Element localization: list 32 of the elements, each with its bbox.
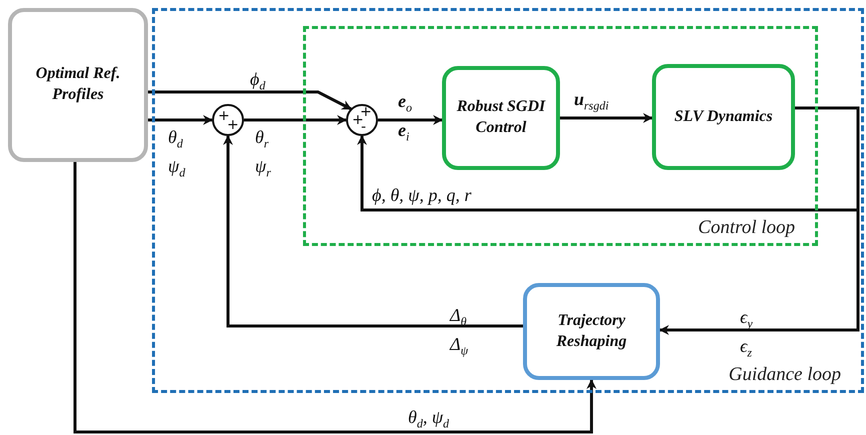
signal-arrow <box>148 115 213 125</box>
block-box <box>8 8 148 162</box>
loop-label: Control loop <box>698 217 795 239</box>
dashed-loop-boundary <box>303 26 818 246</box>
block-box <box>523 283 660 380</box>
edge-label: ϕ, θ, ψ, p, q, r <box>372 184 472 207</box>
edge-label: θ$_{r}$ ψ$_{r}$ <box>255 126 272 182</box>
sign-label: + <box>218 109 230 123</box>
edge-label: e$_{o}$ e$_{i}$ <box>398 90 413 146</box>
signal-arrow <box>223 135 523 328</box>
edge-label: u$_{rsgdi}$ <box>574 88 609 115</box>
signal-arrow <box>74 162 596 434</box>
signal-arrow <box>378 115 443 125</box>
edge-label: ϕ$_{d}$ <box>250 68 266 95</box>
block-box <box>442 66 560 170</box>
block-label: SLV Dynamics <box>673 106 774 127</box>
dashed-loop-boundary <box>152 8 864 393</box>
signal-arrow <box>244 115 347 125</box>
sign-label: - <box>361 120 366 134</box>
summing-junction <box>346 104 378 136</box>
sign-label: + <box>227 118 239 132</box>
signal-arrow <box>560 113 653 123</box>
block-label: Trajectory Reshaping <box>555 310 628 352</box>
block-label: Robust SGDI Control <box>456 97 547 138</box>
signal-arrow <box>148 90 352 110</box>
loop-label: Guidance loop <box>728 364 841 386</box>
block-box <box>652 64 795 170</box>
edge-label: θ$_{d}$ ψ$_{d}$ <box>168 126 186 182</box>
signal-arrow <box>659 106 860 335</box>
edge-label: θ$_{d}$, ψ$_{d}$ <box>408 406 450 433</box>
summing-junction <box>212 104 244 136</box>
block-label: Optimal Ref. Profiles <box>34 64 122 105</box>
